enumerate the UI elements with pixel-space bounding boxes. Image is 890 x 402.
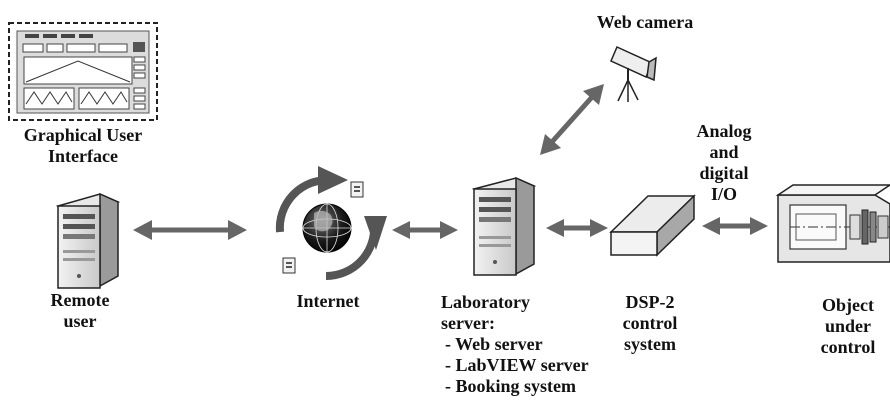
io-label: Analog and digital I/O xyxy=(696,121,752,204)
double-arrow-icon xyxy=(546,219,608,237)
double-arrow-icon xyxy=(133,220,247,240)
document-icon xyxy=(282,181,364,274)
double-arrow-icon xyxy=(702,217,768,235)
gui-window-icon xyxy=(8,22,158,121)
gui-label: Graphical User Interface xyxy=(23,125,143,166)
double-arrow-icon xyxy=(540,84,604,155)
computer-tower-icon xyxy=(55,192,121,289)
dsp-box-icon xyxy=(609,194,696,257)
web-camera-label: Web camera xyxy=(596,12,694,32)
internet-label: Internet xyxy=(296,291,360,311)
lab-server-label: Laboratory server: - Web server - LabVIE… xyxy=(441,292,589,396)
double-arrow-icon xyxy=(392,221,458,239)
motor-icon xyxy=(775,184,890,263)
web-camera-icon xyxy=(610,45,657,102)
object-label: Object under control xyxy=(820,295,876,357)
remote-user-label: Remote user xyxy=(50,290,110,331)
globe-icon xyxy=(275,166,387,281)
dsp-label: DSP-2 control system xyxy=(622,292,678,354)
server-tower-icon xyxy=(471,176,537,276)
